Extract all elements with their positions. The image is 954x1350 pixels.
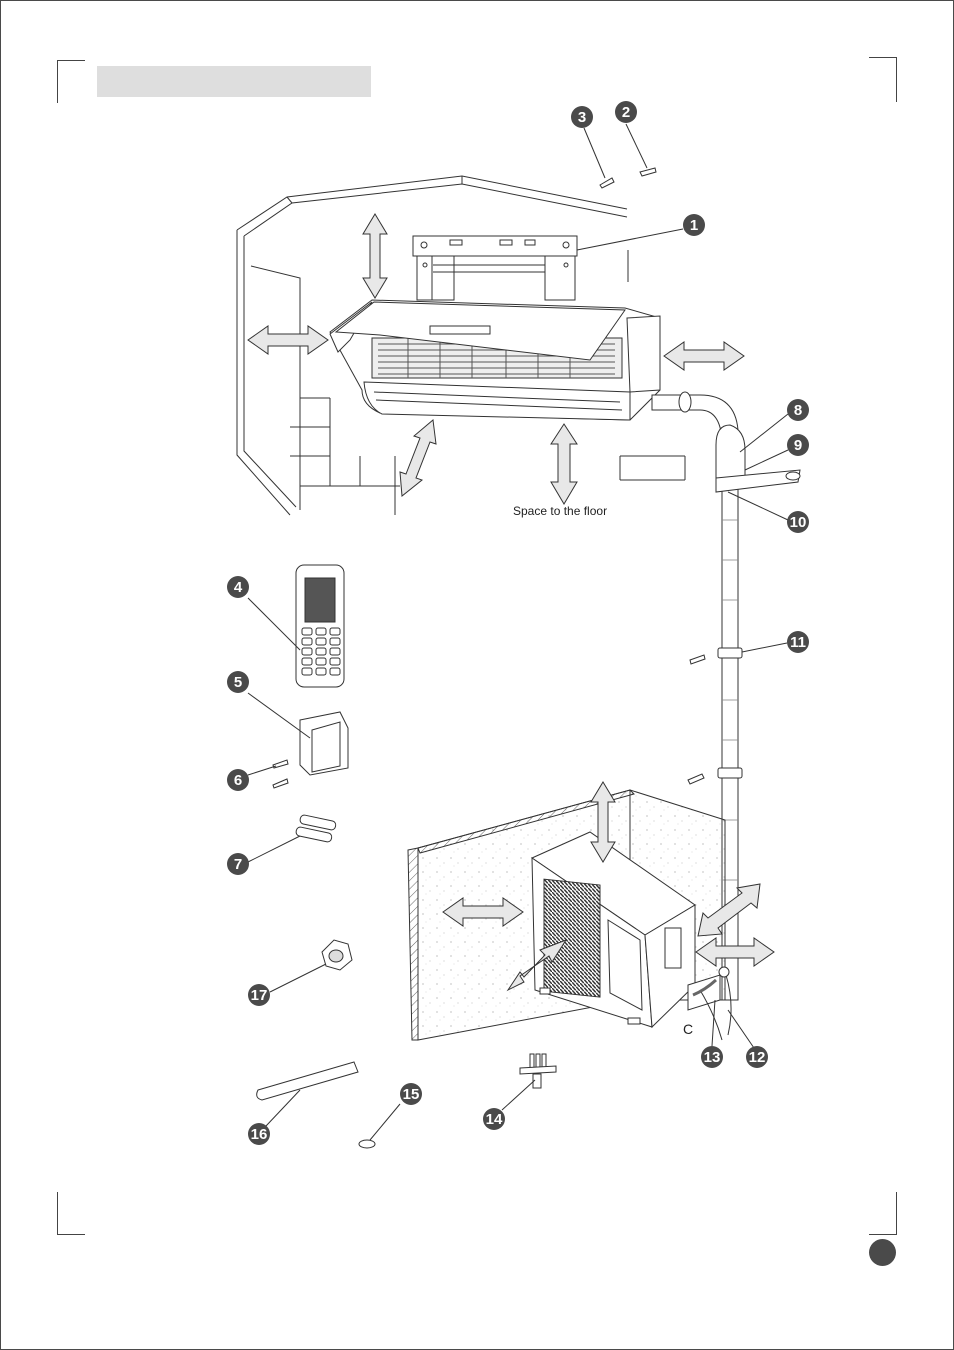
callout-16: 16 bbox=[248, 1123, 270, 1145]
svg-text:7: 7 bbox=[234, 856, 242, 873]
callout-14: 14 bbox=[483, 1108, 505, 1130]
corner-letter-label: C bbox=[683, 1021, 693, 1037]
insulation-tube bbox=[256, 1061, 359, 1101]
crop-mark-bottom-left bbox=[57, 1192, 85, 1235]
indoor-wall bbox=[236, 175, 686, 516]
svg-text:5: 5 bbox=[234, 674, 242, 691]
leader-lines bbox=[247, 123, 789, 1141]
callout-5: 5 bbox=[227, 671, 249, 693]
outdoor-unit bbox=[530, 831, 721, 1029]
crop-mark-top-right bbox=[869, 57, 897, 102]
svg-text:15: 15 bbox=[403, 1086, 420, 1103]
connecting-pipe bbox=[651, 391, 801, 1001]
callout-9: 9 bbox=[787, 434, 809, 456]
callout-2: 2 bbox=[615, 101, 637, 123]
drain-hose bbox=[692, 966, 732, 1041]
section-header-bar bbox=[97, 66, 371, 97]
callout-7: 7 bbox=[227, 853, 249, 875]
page-number-dot bbox=[869, 1239, 896, 1266]
callout-1: 1 bbox=[683, 214, 705, 236]
svg-text:10: 10 bbox=[790, 514, 807, 531]
callout-13: 13 bbox=[701, 1046, 723, 1068]
svg-text:12: 12 bbox=[749, 1049, 766, 1066]
svg-text:3: 3 bbox=[578, 109, 586, 126]
svg-text:1: 1 bbox=[690, 217, 698, 234]
batteries bbox=[295, 814, 337, 843]
indoor-unit bbox=[329, 299, 661, 421]
clearance-arrows bbox=[247, 213, 775, 992]
mounting-plate bbox=[412, 235, 578, 301]
flare-nut bbox=[321, 939, 353, 971]
remote-holder bbox=[299, 711, 349, 776]
svg-text:8: 8 bbox=[794, 402, 802, 419]
callout-badges: 1 2 3 4 5 6 7 8 9 10 11 12 13 14 15 16 1… bbox=[227, 101, 809, 1145]
svg-text:2: 2 bbox=[622, 104, 630, 121]
svg-text:16: 16 bbox=[251, 1126, 268, 1143]
callout-3: 3 bbox=[571, 106, 593, 128]
svg-text:17: 17 bbox=[251, 987, 268, 1004]
crop-mark-top-left bbox=[57, 60, 85, 103]
drain-joint bbox=[519, 1053, 557, 1089]
floor-clearance-label: Space to the floor bbox=[513, 504, 607, 518]
svg-text:6: 6 bbox=[234, 772, 242, 789]
screws bbox=[272, 167, 706, 789]
remote-control bbox=[295, 564, 345, 688]
svg-text:13: 13 bbox=[704, 1049, 721, 1066]
callout-11: 11 bbox=[787, 631, 809, 653]
callout-8: 8 bbox=[787, 399, 809, 421]
callout-17: 17 bbox=[248, 984, 270, 1006]
callout-4: 4 bbox=[227, 576, 249, 598]
callout-15: 15 bbox=[400, 1083, 422, 1105]
callout-12: 12 bbox=[746, 1046, 768, 1068]
seal-ring bbox=[358, 1139, 376, 1149]
callout-10: 10 bbox=[787, 511, 809, 533]
svg-text:14: 14 bbox=[486, 1111, 503, 1128]
svg-text:9: 9 bbox=[794, 437, 802, 454]
crop-mark-bottom-right bbox=[869, 1192, 897, 1235]
callout-6: 6 bbox=[227, 769, 249, 791]
svg-text:11: 11 bbox=[790, 634, 806, 651]
svg-text:4: 4 bbox=[234, 579, 243, 596]
